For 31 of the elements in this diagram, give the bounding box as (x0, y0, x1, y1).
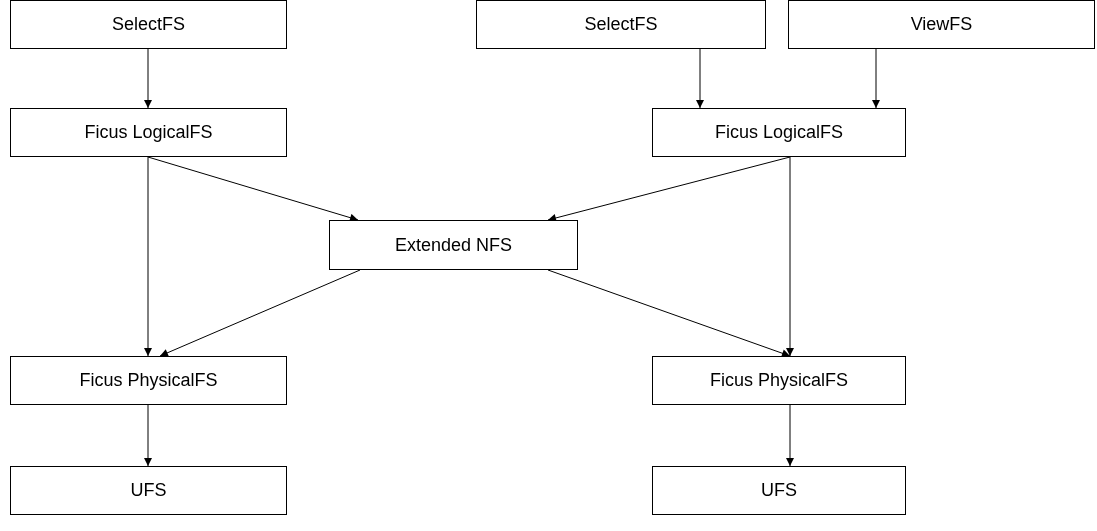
process-box (10, 108, 287, 157)
box-label: Ficus LogicalFS (84, 122, 213, 143)
process-box (652, 466, 906, 515)
box-label: SelectFS (112, 14, 185, 35)
process-box (476, 0, 766, 49)
arrow (159, 269, 361, 357)
process-box (329, 220, 578, 270)
arrow (144, 48, 152, 109)
process-box (10, 0, 287, 49)
box-label: Ficus LogicalFS (714, 122, 844, 143)
process-box (10, 466, 287, 515)
process-box (652, 108, 906, 157)
arrow (786, 156, 794, 357)
arrow (144, 156, 152, 357)
process-box (652, 356, 906, 405)
arrow (786, 404, 794, 467)
process-box (10, 356, 287, 405)
box-label: Ficus PhysicalFS (709, 370, 848, 391)
arrow (547, 156, 791, 222)
box-label: ViewFS (910, 14, 973, 35)
process-box (788, 0, 1095, 49)
box-label: UFS (130, 480, 167, 501)
box-label: Ficus PhysicalFS (79, 370, 218, 391)
arrow (696, 48, 704, 109)
arrow (144, 404, 152, 467)
arrow (872, 48, 880, 109)
arrow (547, 269, 791, 358)
box-label: UFS (761, 480, 797, 501)
box-label: SelectFS (584, 14, 658, 35)
box-label: Extended NFS (394, 234, 513, 256)
arrow (147, 156, 359, 222)
